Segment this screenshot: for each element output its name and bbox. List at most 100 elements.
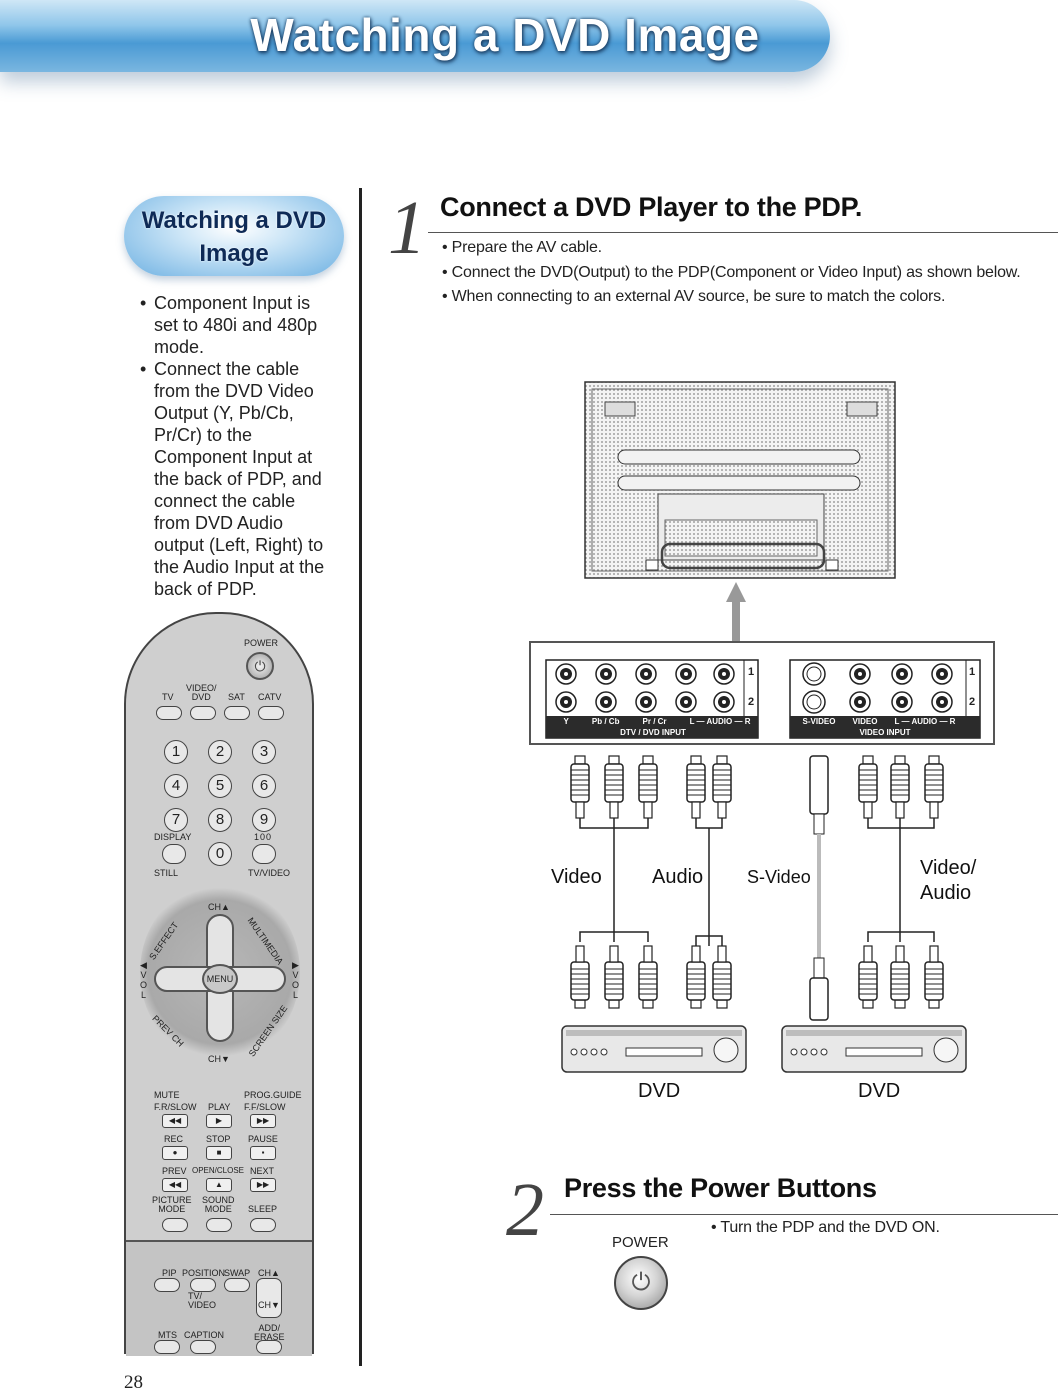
connection-diagram — [529, 381, 995, 1073]
remote-sleep-button — [250, 1218, 276, 1232]
dvd-label-2: DVD — [858, 1080, 901, 1102]
sidebar-title: Watching a DVD Image — [124, 204, 344, 270]
video-input-jack-labels: S-VIDEO VIDEO L — AUDIO — R — [802, 717, 956, 726]
remote-rec-label: REC — [164, 1134, 184, 1144]
power-button-icon: ⏻ — [614, 1256, 668, 1310]
remote-position-button — [190, 1278, 216, 1292]
sidebar-notes: •Component Input is set to 480i and 480p… — [140, 292, 330, 600]
remote-next-label: NEXT — [250, 1166, 275, 1176]
dtv-row-2-label: 2 — [748, 696, 755, 708]
remote-play-icon: ▶ — [206, 1114, 232, 1128]
step1-item: • Prepare the AV cable. — [442, 239, 602, 256]
video-cable-label: Video — [551, 866, 602, 888]
step1-number: 1 — [388, 186, 426, 270]
remote-stop-label: STOP — [206, 1134, 231, 1144]
remote-num-9: 9 — [252, 808, 276, 832]
remote-soundmode-label: SOUND MODE — [202, 1195, 235, 1214]
remote-num-7: 7 — [164, 808, 188, 832]
remote-videodvd-button — [190, 706, 216, 720]
step1-item: • Connect the DVD(Output) to the PDP(Com… — [442, 263, 1021, 281]
remote-tvvideo-label: TV/VIDEO — [248, 868, 291, 878]
sidebar-title-line2: Image — [199, 240, 269, 267]
remote-tv-button — [156, 706, 182, 720]
dvd-player-2 — [781, 1025, 967, 1073]
video-input-caption: VIDEO INPUT — [859, 728, 911, 737]
remote-chup-label: CH▲ — [208, 902, 230, 912]
cable-wires — [579, 818, 935, 946]
remote-position-label: POSITION — [182, 1268, 226, 1278]
audio-cable-label: Audio — [652, 866, 704, 888]
remote-prev-label: PREV — [162, 1166, 187, 1176]
dtv-dvd-input-panel — [545, 659, 759, 739]
remote-num-8: 8 — [208, 808, 232, 832]
remote-chdown-label: CH▼ — [208, 1054, 230, 1064]
remote-pip-ch-button — [256, 1278, 282, 1318]
step2-rule — [550, 1214, 1058, 1215]
connection-arrow — [726, 582, 746, 642]
remote-num-2: 2 — [208, 740, 232, 764]
remote-stop-icon: ■ — [206, 1146, 232, 1160]
remote-rec-icon: ● — [162, 1146, 188, 1160]
remote-eject-icon: ▲ — [206, 1178, 232, 1192]
remote-picturemode-button — [162, 1218, 188, 1232]
step2-number: 2 — [506, 1168, 544, 1252]
remote-vol-right-label: ▶ V O L — [292, 960, 300, 1000]
sidebar-title-pill — [124, 196, 344, 276]
remote-mts-button — [154, 1340, 180, 1354]
step2-title: Press the Power Buttons — [564, 1173, 877, 1203]
dvd-player-1 — [561, 1025, 747, 1073]
column-divider — [359, 188, 362, 1366]
remote-control: POWER ⏻ TV VIDEO/ DVD SAT CATV 1 2 3 4 5… — [124, 612, 314, 1354]
remote-power-icon: ⏻ — [246, 652, 274, 680]
remote-swap-label: SWAP — [224, 1268, 251, 1278]
cable-plugs-bottom — [570, 945, 944, 1021]
remote-caption-label: CAPTION — [184, 1330, 225, 1340]
sidebar-title-line1: Watching a DVD — [141, 207, 327, 234]
remote-play-label: PLAY — [208, 1102, 231, 1112]
remote-still-label: STILL — [154, 868, 179, 878]
remote-num-6: 6 — [252, 774, 276, 798]
dvd-label-1: DVD — [638, 1080, 681, 1102]
video-row-2-label: 2 — [969, 696, 976, 708]
header-banner — [0, 0, 830, 72]
remote-num-4: 4 — [164, 774, 188, 798]
remote-progguide-label: PROG.GUIDE — [244, 1090, 302, 1100]
remote-num-0: 0 — [208, 842, 232, 866]
page-number: 28 — [124, 1372, 143, 1393]
remote-pip-panel: PIP POSITION SWAP CH▲ TV/ VIDEO CH▼ MTS … — [126, 1240, 312, 1356]
remote-pip-button — [154, 1278, 180, 1292]
remote-display-label: DISPLAY — [154, 832, 192, 842]
remote-100-label: 100 — [254, 832, 273, 842]
svideo-cable-label: S-Video — [747, 867, 811, 887]
remote-catv-label: CATV — [258, 692, 282, 702]
remote-caption-button — [190, 1340, 216, 1354]
remote-adderase-button — [256, 1340, 282, 1354]
step2-note: • Turn the PDP and the DVD ON. — [711, 1219, 940, 1236]
remote-picturemode-label: PICTURE MODE — [152, 1195, 192, 1214]
step1-item: • When connecting to an external AV sour… — [442, 288, 946, 305]
remote-pause-label: PAUSE — [248, 1134, 278, 1144]
remote-openclose-label: OPEN/CLOSE — [192, 1166, 245, 1175]
remote-100-button — [252, 844, 276, 864]
remote-pip-tvvideo-label: TV/ VIDEO — [188, 1291, 217, 1310]
remote-pip-chdown-label: CH▼ — [258, 1300, 280, 1310]
remote-tv-label: TV — [162, 692, 174, 702]
remote-catv-button — [258, 706, 284, 720]
video-row-1-label: 1 — [969, 666, 976, 678]
remote-sat-button — [224, 706, 250, 720]
remote-pause-icon: ▪ — [250, 1146, 276, 1160]
pdp-rear-panel — [584, 381, 896, 579]
remote-rewind-icon: ◀◀ — [162, 1114, 188, 1128]
cable-plugs-top — [570, 755, 944, 835]
remote-sleep-label: SLEEP — [248, 1204, 278, 1214]
remote-pip-label: PIP — [162, 1268, 177, 1278]
video-input-panel — [789, 659, 981, 739]
remote-next-icon: ▶▶ — [250, 1178, 276, 1192]
remote-ffslow-label: F.F/SLOW — [244, 1102, 286, 1112]
remote-menu-button: MENU — [202, 964, 238, 994]
remote-display-button — [162, 844, 186, 864]
remote-num-1: 1 — [164, 740, 188, 764]
remote-mts-label: MTS — [158, 1330, 177, 1340]
remote-prev-icon: ◀◀ — [162, 1178, 188, 1192]
remote-power-label: POWER — [244, 638, 279, 648]
